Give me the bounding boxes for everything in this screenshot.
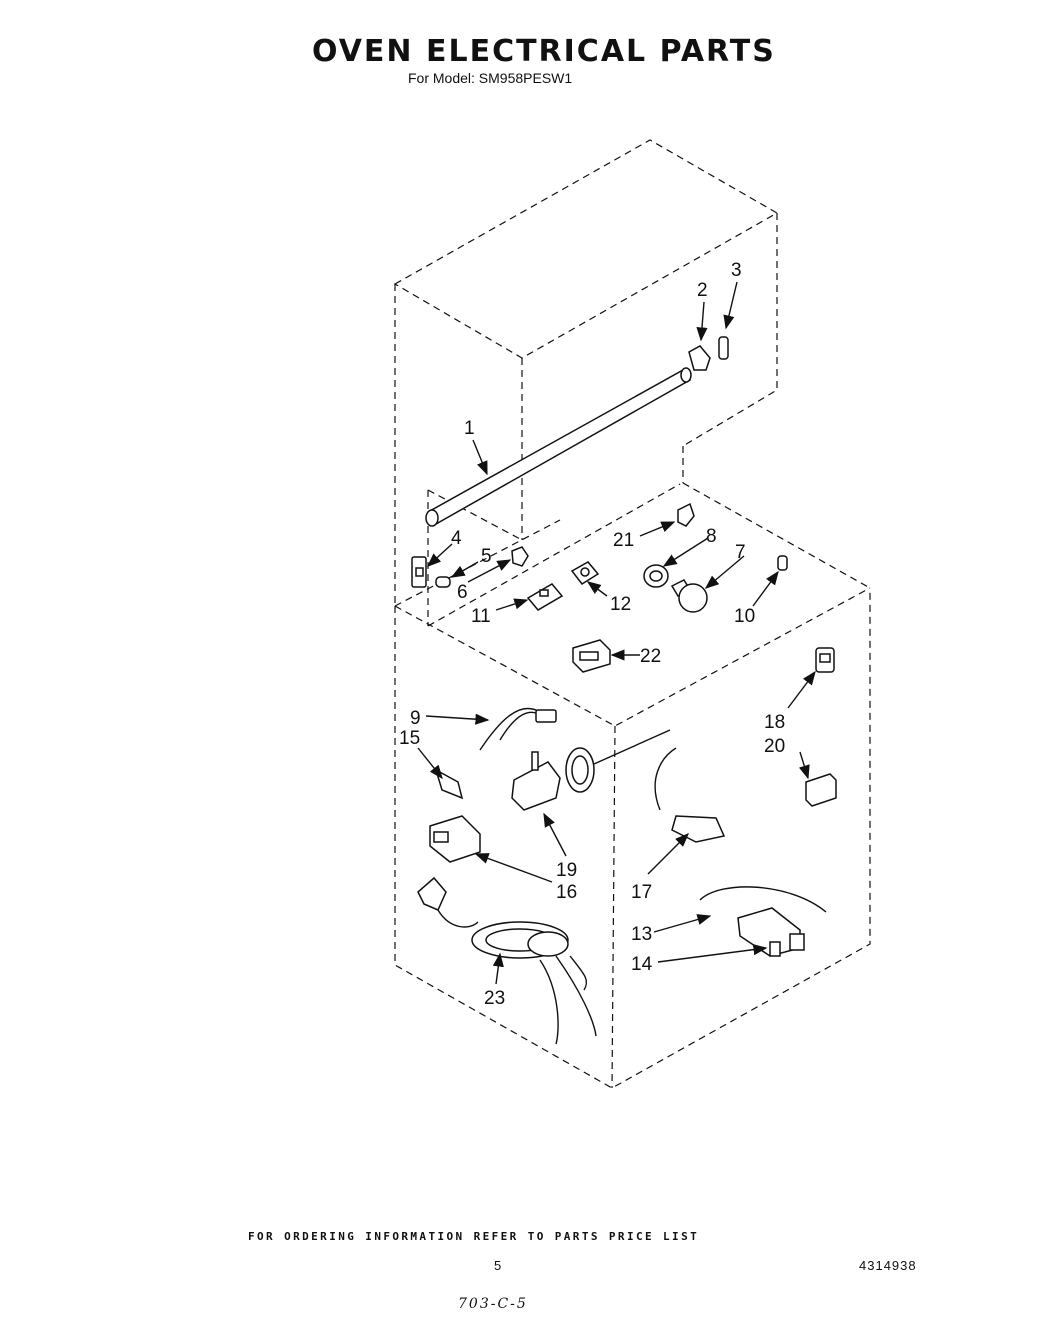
lamp-socket xyxy=(643,564,669,588)
callout-12: 12 xyxy=(610,594,631,615)
callout-6: 6 xyxy=(457,582,468,603)
callout-7: 7 xyxy=(735,542,746,563)
callout-11: 11 xyxy=(471,606,491,627)
document-number: 4314938 xyxy=(859,1258,917,1273)
switch-plate xyxy=(526,583,564,611)
callout-labels: 1 2 3 4 5 6 11 12 21 8 7 10 22 18 20 9 1… xyxy=(399,260,785,1009)
page-number: 5 xyxy=(494,1258,502,1273)
callout-13: 13 xyxy=(631,924,652,945)
igniter xyxy=(654,747,726,843)
relay-module xyxy=(572,639,611,673)
small-clip xyxy=(777,555,788,571)
lower-cabinet-outline xyxy=(394,519,871,1089)
rocker-switch xyxy=(815,647,835,673)
page-title: OVEN ELECTRICAL PARTS xyxy=(312,34,776,69)
callout-19: 19 xyxy=(556,860,577,881)
callout-4: 4 xyxy=(451,528,462,549)
oven-light-bulb xyxy=(670,579,708,613)
callout-20: 20 xyxy=(764,736,785,757)
lamp-socket-small xyxy=(511,546,529,567)
callout-1: 1 xyxy=(464,418,475,439)
terminal-block xyxy=(411,556,427,588)
mounting-bracket xyxy=(434,768,464,800)
sensor-block xyxy=(570,561,600,585)
power-cord xyxy=(417,876,597,1045)
switch-relay xyxy=(805,773,837,807)
callout-8: 8 xyxy=(706,526,717,547)
callout-16: 16 xyxy=(556,882,577,903)
upper-cabinet-outline xyxy=(393,139,871,627)
callout-21: 21 xyxy=(613,530,634,551)
heating-element-rod xyxy=(425,367,692,527)
wire-harness xyxy=(479,707,557,751)
insulator xyxy=(435,576,451,588)
callout-3: 3 xyxy=(731,260,742,281)
callout-22: 22 xyxy=(640,646,661,667)
callout-15: 15 xyxy=(399,728,420,749)
callout-5: 5 xyxy=(481,546,492,567)
gas-valve-assembly xyxy=(699,886,827,957)
element-clip xyxy=(718,336,729,360)
lamp-clip xyxy=(677,502,695,527)
model-subtitle: For Model: SM958PESW1 xyxy=(408,70,573,86)
ordering-note: FOR ORDERING INFORMATION REFER TO PARTS … xyxy=(248,1230,700,1243)
callout-18: 18 xyxy=(764,712,785,733)
callout-14: 14 xyxy=(631,954,653,975)
callout-9: 9 xyxy=(410,708,421,729)
callout-17: 17 xyxy=(631,882,652,903)
callout-10: 10 xyxy=(734,606,755,627)
handwritten-annotation: 703-C-5 xyxy=(458,1296,528,1312)
transformer-box xyxy=(429,815,481,863)
leader-lines xyxy=(417,281,816,985)
callout-2: 2 xyxy=(697,280,708,301)
callout-23: 23 xyxy=(484,988,505,1009)
thermostat-coil xyxy=(511,729,671,811)
element-bracket xyxy=(688,345,711,371)
